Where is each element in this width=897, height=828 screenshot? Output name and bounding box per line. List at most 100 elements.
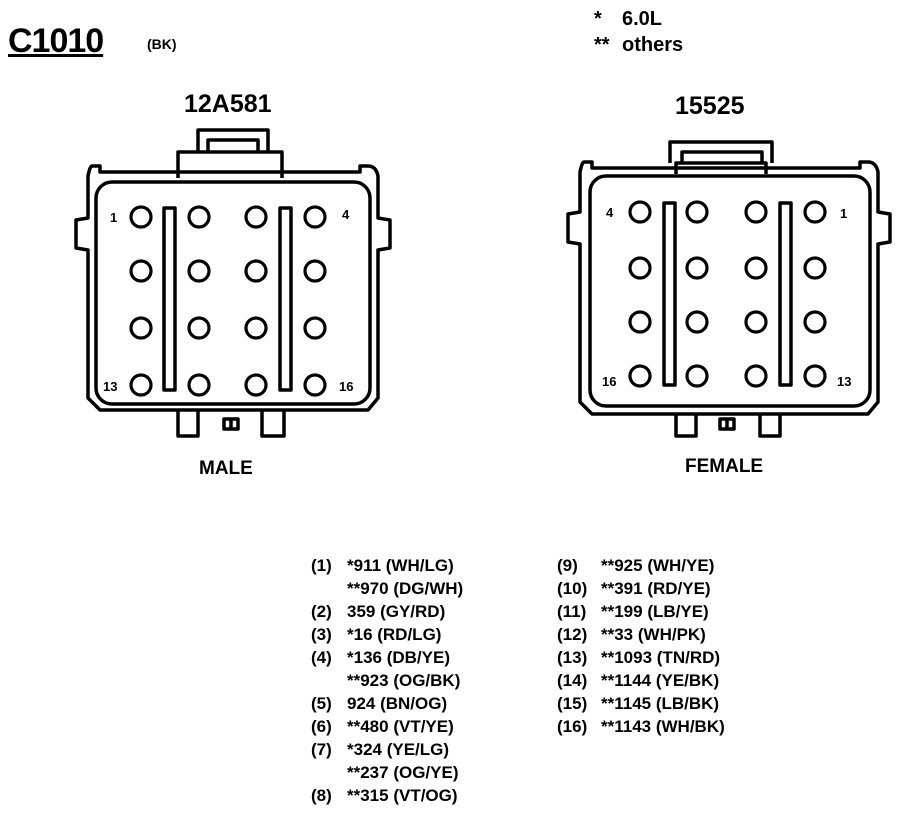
wire-pin: (9) [557,556,578,575]
pin [744,256,768,280]
male-connector-face [74,128,392,438]
female-gender-label: FEMALE [685,456,764,477]
female-pin-label-top-left: 4 [606,205,614,220]
pin [685,200,709,224]
wire-circuit: 359 (GY/RD) [347,602,446,621]
wire-row: (14) **1144 (YE/BK) [557,669,725,692]
legend-text: others [622,34,684,56]
pin [303,205,327,229]
wire-pin: (2) [311,602,332,621]
male-pin-label-top-right: 4 [342,207,350,222]
male-pin-grid [129,205,327,397]
pin [628,200,652,224]
pin [303,259,327,283]
wire-row: (2) 359 (GY/RD) [311,600,463,623]
male-pin-label-top-left: 1 [110,210,117,225]
pin [187,259,211,283]
pin [744,200,768,224]
wire-pin: (16) [557,717,588,736]
wire-row: (6) **480 (VT/YE) [311,715,463,738]
wire-circuit: *16 (RD/LG) [347,625,442,644]
pin [244,373,268,397]
pin [628,364,652,388]
female-pin-label-bottom-left: 16 [602,374,616,389]
wire-list-right: (9) **925 (WH/YE) (10) **391 (RD/YE) (11) *… [557,554,725,738]
wire-pin: (12) [557,625,588,644]
pin [744,364,768,388]
connector-color-code: (BK) [147,36,177,52]
wire-pin: (14) [557,671,588,690]
wire-circuit: **391 (RD/YE) [601,579,711,598]
wire-circuit: **970 (DG/WH) [347,579,464,598]
wire-row: (5) 924 (BN/OG) [311,692,463,715]
legend-text: 6.0L [622,8,663,30]
pin [685,256,709,280]
wire-circuit: **199 (LB/YE) [601,602,709,621]
pin [685,310,709,334]
wire-circuit: 924 (BN/OG) [347,694,448,713]
pin [744,310,768,334]
male-pin-label-bottom-right: 16 [339,379,353,394]
wire-pin: (3) [311,625,332,644]
pin [685,364,709,388]
wire-circuit: **33 (WH/PK) [601,625,706,644]
wire-row: **923 (OG/BK) [311,669,463,692]
wire-circuit: **1145 (LB/BK) [601,694,720,713]
wire-row: (13)**1093 (TN/RD) [557,646,725,669]
wire-list-left: (1) *911 (WH/LG) **970 (DG/WH) (2) 359 (GY… [311,554,463,807]
wire-circuit: **237 (OG/YE) [347,763,459,782]
wire-circuit: *911 (WH/LG) [347,556,454,575]
wire-circuit: *136 (DB/YE) [347,648,450,667]
wire-pin: (15) [557,694,588,713]
pin [803,364,827,388]
wire-row: (7) *324 (YE/LG) [311,738,463,761]
wire-row: (16)**1143 (WH/BK) [557,715,725,738]
wire-pin: (7) [311,740,332,759]
pin [129,373,153,397]
female-pin-label-bottom-right: 13 [837,374,851,389]
wire-row: **237 (OG/YE) [311,761,463,784]
wire-row: (9) **925 (WH/YE) [557,554,725,577]
pin [244,259,268,283]
wire-circuit: **925 (WH/YE) [601,556,715,575]
wire-pin: (6) [311,717,332,736]
female-part-number: 15525 [675,92,745,120]
wire-pin: (1) [311,556,332,575]
pin [244,205,268,229]
wire-row: (11) **199 (LB/YE) [557,600,725,623]
wire-row: (8) **315 (VT/OG) [311,784,463,807]
pin [129,205,153,229]
wire-pin: (8) [311,786,332,805]
wire-row: (15) **1145 (LB/BK) [557,692,725,715]
male-part-number: 12A581 [184,90,272,118]
pin [244,316,268,340]
female-pin-label-top-right: 1 [840,206,847,221]
pin [303,373,327,397]
wire-pin: (10) [557,579,588,598]
wire-row: (1) *911 (WH/LG) [311,554,463,577]
wire-row: (4)*136 (DB/YE) [311,646,463,669]
legend-item: ** others [594,32,683,58]
wire-circuit: **1144 (YE/BK) [601,671,720,690]
pin [187,205,211,229]
wire-circuit: **480 (VT/YE) [347,717,454,736]
pin [803,256,827,280]
wire-pin: (5) [311,694,332,713]
pin [129,259,153,283]
wire-pin: (11) [557,602,587,621]
male-gender-label: MALE [199,458,253,479]
wire-circuit: **315 (VT/OG) [347,786,458,805]
pin [129,316,153,340]
wire-circuit: *324 (YE/LG) [347,740,450,759]
legend-symbol: * [594,8,602,30]
pin [187,373,211,397]
wire-circuit: **923 (OG/BK) [347,671,461,690]
wire-row: **970 (DG/WH) [311,577,463,600]
wire-row: (12) **33 (WH/PK) [557,623,725,646]
pin [628,256,652,280]
male-pin-label-bottom-left: 13 [103,379,117,394]
legend-symbol: ** [594,34,610,56]
pin [803,200,827,224]
connector-id: C1010 [8,22,104,60]
